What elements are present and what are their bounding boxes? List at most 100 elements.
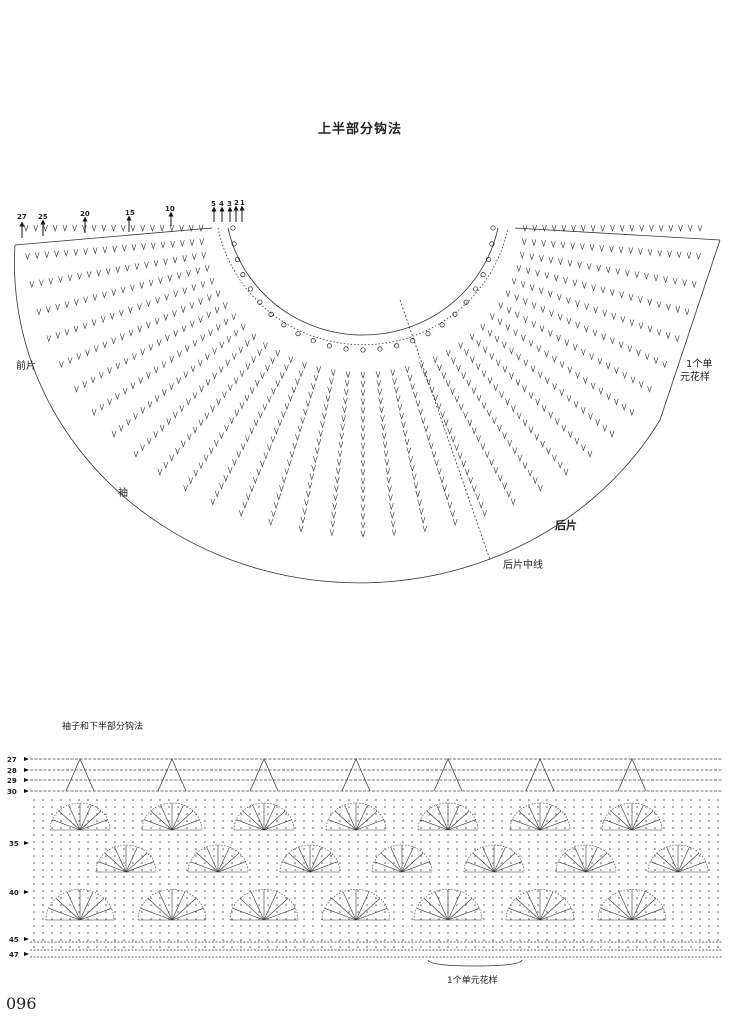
- stitch-symbol: [647, 298, 652, 306]
- stitch-symbol: [539, 325, 545, 333]
- stitch-symbol: [258, 411, 263, 419]
- chain-stitch: [672, 848, 674, 850]
- chain-stitch: [312, 827, 314, 829]
- chain-stitch: [159, 869, 161, 871]
- chain-stitch: [438, 946, 440, 948]
- stitch-symbol: [86, 271, 92, 279]
- stitch-symbol: [421, 417, 426, 425]
- chain-stitch: [492, 918, 494, 920]
- triangle-motif: [65, 758, 95, 792]
- stitch-symbol: [360, 380, 366, 388]
- stitch-symbol: [204, 412, 210, 420]
- stitch-symbol: [291, 386, 297, 394]
- fan-stitch: [171, 819, 200, 831]
- chain-stitch: [114, 883, 116, 885]
- yoke-row-marker: 3: [227, 200, 232, 208]
- chain-stitch: [537, 890, 539, 892]
- chain-stitch: [546, 855, 548, 857]
- fan-stitch: [250, 891, 265, 921]
- fan-stitch: [125, 846, 138, 873]
- stitch-symbol: [544, 350, 549, 358]
- chain-stitch: [573, 813, 575, 815]
- chain-stitch: [420, 932, 422, 934]
- chain-stitch: [429, 841, 431, 843]
- chain-stitch: [447, 834, 449, 836]
- stitch-symbol: [333, 494, 338, 502]
- stitch-symbol: [281, 411, 286, 419]
- chain-stitch: [384, 932, 386, 934]
- chain-stitch: [42, 918, 44, 920]
- chain-stitch: [519, 883, 521, 885]
- chain-stitch: [33, 925, 35, 927]
- chain-stitch: [555, 820, 557, 822]
- chain-stitch: [123, 939, 125, 941]
- chain-stitch: [96, 904, 98, 906]
- chain-stitch: [618, 918, 620, 920]
- chain-stitch: [285, 876, 287, 878]
- chain-stitch: [663, 862, 665, 864]
- lower-chart: [24, 757, 722, 967]
- chain-stitch: [366, 855, 368, 857]
- chain-stitch: [456, 911, 458, 913]
- chain-stitch: [348, 932, 350, 934]
- chain-stitch: [591, 932, 593, 934]
- neck-scallop: [240, 272, 246, 278]
- stitch-symbol: [630, 376, 636, 384]
- stitch-symbol: [77, 272, 82, 281]
- chain-stitch: [60, 855, 62, 857]
- stitch-symbol: [193, 469, 199, 477]
- chain-stitch: [555, 904, 557, 906]
- chain-stitch: [528, 862, 530, 864]
- chain-stitch: [645, 890, 647, 892]
- stitch-symbol: [590, 224, 596, 232]
- stitch-symbol: [122, 387, 128, 395]
- chain-stitch: [123, 855, 125, 857]
- chain-stitch: [402, 883, 404, 885]
- chain-stitch: [168, 855, 170, 857]
- chain-stitch: [555, 813, 557, 815]
- chain-stitch: [681, 862, 683, 864]
- chain-stitch: [60, 869, 62, 871]
- stitch-symbol: [308, 391, 313, 399]
- stitch-symbol: [570, 242, 575, 250]
- chain-stitch: [618, 946, 620, 948]
- fan-stitch: [482, 846, 495, 873]
- chain-stitch: [114, 946, 116, 948]
- stitch-symbol: [268, 518, 274, 527]
- chain-stitch: [87, 862, 89, 864]
- chain-stitch: [546, 897, 548, 899]
- chain-stitch: [627, 925, 629, 927]
- chain-stitch: [60, 946, 62, 948]
- chain-stitch: [123, 862, 125, 864]
- chain-stitch: [276, 932, 278, 934]
- stitch-symbol: [390, 520, 396, 528]
- stitch-symbol: [610, 289, 615, 297]
- stitch-symbol: [251, 333, 257, 341]
- chain-stitch: [186, 813, 188, 815]
- chain-stitch: [168, 869, 170, 871]
- chain-stitch: [294, 918, 296, 920]
- chain-stitch: [204, 946, 206, 948]
- chain-stitch: [411, 883, 413, 885]
- chain-stitch: [96, 862, 98, 864]
- triangle-motif: [157, 758, 187, 792]
- stitch-symbol: [568, 431, 573, 439]
- chain-stitch: [555, 869, 557, 871]
- chain-stitch: [708, 813, 710, 815]
- stitch-symbol: [567, 260, 573, 268]
- chain-stitch: [150, 834, 152, 836]
- chain-stitch: [609, 876, 611, 878]
- chain-stitch: [222, 806, 224, 808]
- neck-scallop: [439, 322, 445, 328]
- chain-stitch: [564, 911, 566, 913]
- chain-stitch: [51, 834, 53, 836]
- chain-stitch: [465, 848, 467, 850]
- chain-stitch: [600, 799, 602, 801]
- stitch-symbol: [244, 394, 250, 402]
- stitch-symbol: [133, 413, 138, 421]
- chain-stitch: [447, 820, 449, 822]
- yoke-stitch-rows: [23, 224, 703, 538]
- chain-stitch: [456, 876, 458, 878]
- chain-stitch: [582, 897, 584, 899]
- chain-stitch: [33, 918, 35, 920]
